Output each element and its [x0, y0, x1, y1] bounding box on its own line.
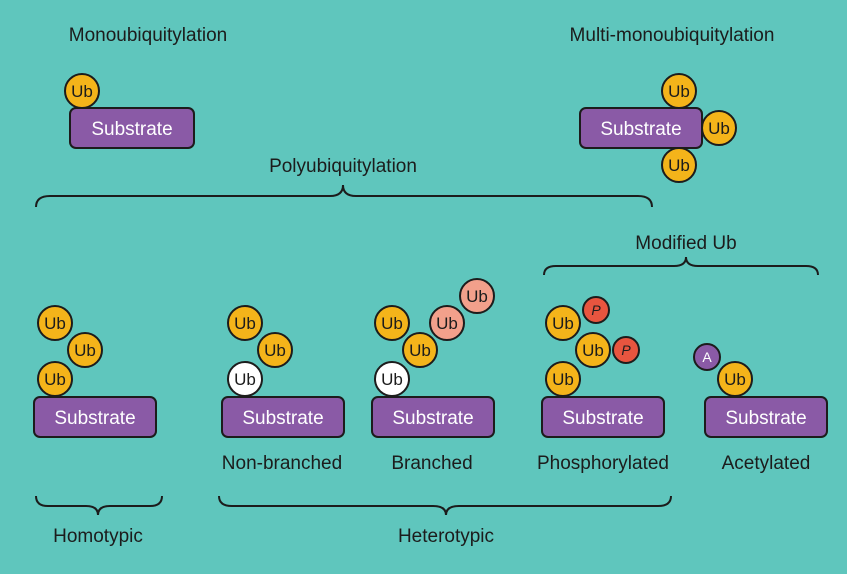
- brace-polyubiquitylation: [35, 184, 653, 208]
- acetylated-group: Substrate A Ub: [693, 343, 828, 438]
- label-branched: Branched: [391, 453, 472, 474]
- ub-circle: [374, 305, 410, 341]
- substrate-label: Substrate: [54, 408, 135, 429]
- substrate-box: [371, 396, 495, 438]
- title-multi-monoubiquitylation: Multi-monoubiquitylation: [570, 25, 775, 46]
- ub-circle: [37, 305, 73, 341]
- homotypic-group: Substrate Ub Ub Ub: [33, 305, 157, 438]
- substrate-box: [33, 396, 157, 438]
- title-polyubiquitylation: Polyubiquitylation: [269, 156, 417, 177]
- brace-modified-ub: [543, 256, 819, 276]
- ub-circle: [661, 73, 697, 109]
- ub-circle: [575, 332, 611, 368]
- label-heterotypic: Heterotypic: [398, 526, 494, 547]
- ub-label: Ub: [724, 370, 746, 389]
- ub-label: Ub: [44, 314, 66, 333]
- nonbranched-group: Substrate Ub Ub Ub: [221, 305, 345, 438]
- ub-label: Ub: [71, 82, 93, 101]
- ub-circle: [545, 305, 581, 341]
- ub-label: Ub: [381, 370, 403, 389]
- ub-circle: [64, 73, 100, 109]
- phospho-label: P: [621, 342, 631, 358]
- ub-label: Ub: [234, 370, 256, 389]
- ub-label: Ub: [264, 341, 286, 360]
- ub-label: Ub: [381, 314, 403, 333]
- substrate-label: Substrate: [725, 408, 806, 429]
- ub-circle: [37, 361, 73, 397]
- branched-group: Substrate Ub Ub Ub Ub Ub: [371, 278, 495, 438]
- ub-label: Ub: [74, 341, 96, 360]
- ub-circle: [545, 361, 581, 397]
- ub-circle-unmodified: [227, 361, 263, 397]
- label-nonbranched: Non-branched: [222, 453, 342, 474]
- title-monoubiquitylation: Monoubiquitylation: [69, 25, 227, 46]
- ub-label: Ub: [552, 370, 574, 389]
- substrate-box: [541, 396, 665, 438]
- ub-circle: [402, 332, 438, 368]
- ub-circle: [257, 332, 293, 368]
- brace-heterotypic: [218, 495, 672, 516]
- acetyl-circle: [693, 343, 721, 371]
- substrate-box: [221, 396, 345, 438]
- substrate-box: [704, 396, 828, 438]
- ub-label: Ub: [552, 314, 574, 333]
- ub-circle-unmodified: [374, 361, 410, 397]
- ub-label: Ub: [234, 314, 256, 333]
- brace-homotypic: [35, 495, 163, 516]
- multi-group: Substrate Ub Ub Ub: [579, 73, 737, 183]
- ub-circle: [717, 361, 753, 397]
- phospho-label: P: [591, 302, 601, 318]
- label-homotypic: Homotypic: [53, 526, 143, 547]
- ub-label: Ub: [708, 119, 730, 138]
- substrate-label: Substrate: [562, 408, 643, 429]
- mono-group: Substrate Ub: [64, 73, 195, 149]
- acetyl-label: A: [702, 349, 712, 365]
- substrate-label: Substrate: [91, 119, 172, 140]
- ub-label: Ub: [436, 314, 458, 333]
- ub-circle-branch: [429, 305, 465, 341]
- phosphorylated-group: Substrate Ub P Ub P Ub: [541, 296, 665, 438]
- label-phosphorylated: Phosphorylated: [537, 453, 669, 474]
- ub-label: Ub: [44, 370, 66, 389]
- substrate-label: Substrate: [600, 119, 681, 140]
- ub-label: Ub: [668, 156, 690, 175]
- ub-circle-branch: [459, 278, 495, 314]
- substrate-label: Substrate: [392, 408, 473, 429]
- label-acetylated: Acetylated: [722, 453, 811, 474]
- ub-circle: [701, 110, 737, 146]
- ub-label: Ub: [466, 287, 488, 306]
- substrate-box: [69, 107, 195, 149]
- substrate-label: Substrate: [242, 408, 323, 429]
- phospho-circle: [612, 336, 640, 364]
- ub-label: Ub: [409, 341, 431, 360]
- ub-label: Ub: [668, 82, 690, 101]
- ub-circle: [661, 147, 697, 183]
- ub-circle: [227, 305, 263, 341]
- title-modified-ub: Modified Ub: [635, 233, 736, 254]
- ub-label: Ub: [582, 341, 604, 360]
- phospho-circle: [582, 296, 610, 324]
- ub-circle: [67, 332, 103, 368]
